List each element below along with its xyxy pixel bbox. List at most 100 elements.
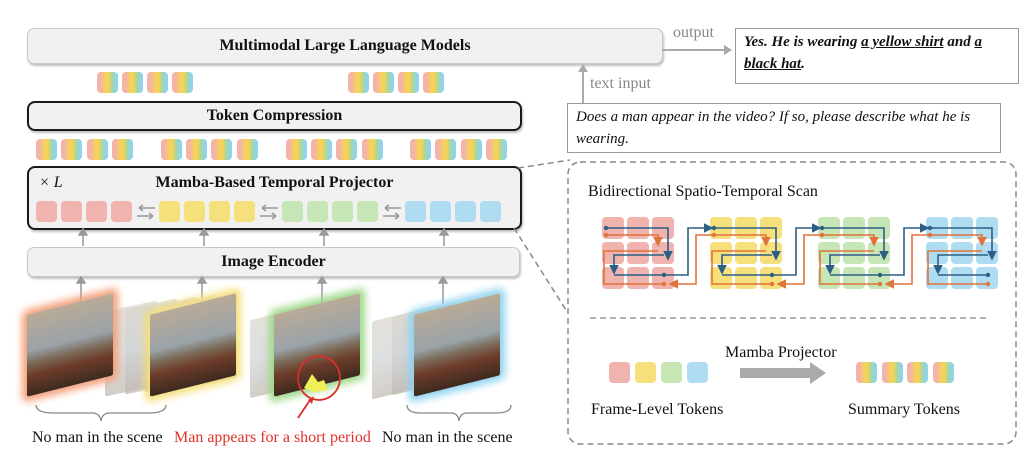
- frame-token-red: [36, 201, 57, 222]
- backward-scan-end: [985, 281, 991, 287]
- image-encoder-title: Image Encoder: [221, 253, 326, 270]
- brace-right: [406, 404, 512, 422]
- temporal-projector-title: Mamba-Based Temporal Projector: [155, 174, 394, 191]
- backward-scan-path: [711, 250, 772, 285]
- token-compression-block: Token Compression: [27, 101, 522, 131]
- scan-token-cell: [710, 267, 732, 289]
- frame-token-blue: [455, 201, 476, 222]
- bidirectional-arrow-icon: [383, 204, 401, 220]
- frame-token-green: [307, 201, 328, 222]
- scan-diagram: [602, 217, 998, 289]
- summary-token: [286, 139, 307, 160]
- backward-scan-connector: [776, 234, 822, 289]
- frame-token-green: [357, 201, 378, 222]
- scan-token-cell: [818, 242, 840, 264]
- frame-token-blue: [480, 201, 501, 222]
- forward-scan-end: [985, 272, 991, 278]
- backward-scan-start: [603, 232, 609, 238]
- scan-token-cell: [926, 267, 948, 289]
- frame-token-green: [282, 201, 303, 222]
- frame-level-tokens-label: Frame-Level Tokens: [591, 401, 724, 418]
- scan-token-cell: [735, 267, 757, 289]
- backward-scan-end: [661, 281, 667, 287]
- forward-scan-path: [714, 227, 781, 261]
- repeat-label: × L: [39, 174, 63, 191]
- legend-summary-token: [882, 362, 903, 383]
- forward-scan-start: [603, 225, 609, 231]
- frame-token-yellow: [184, 201, 205, 222]
- answer-item-shirt: a yellow shirt: [861, 34, 944, 50]
- scan-token-cell: [818, 267, 840, 289]
- compressed-token: [423, 72, 444, 93]
- scan-token-cell: [951, 242, 973, 264]
- backward-scan-path: [714, 234, 771, 247]
- forward-scan-start: [711, 225, 717, 231]
- forward-scan-path: [930, 227, 997, 261]
- text-input-arrow: [578, 64, 588, 104]
- scan-token-cell: [602, 267, 624, 289]
- summary-token: [435, 139, 456, 160]
- backward-scan-path: [927, 250, 988, 285]
- compressed-tokens-row: [0, 72, 520, 96]
- backward-scan-start: [711, 232, 717, 238]
- compressed-token: [373, 72, 394, 93]
- summary-token: [112, 139, 133, 160]
- scan-token-cell: [926, 242, 948, 264]
- summary-token: [61, 139, 82, 160]
- summary-token: [410, 139, 431, 160]
- scan-token-cell: [710, 242, 732, 264]
- summary-token: [237, 139, 258, 160]
- forward-scan-connector: [880, 223, 930, 276]
- caption-no-man-2: No man in the scene: [382, 429, 513, 446]
- video-frames: [0, 290, 530, 422]
- summary-token: [161, 139, 182, 160]
- backward-scan-start: [819, 232, 825, 238]
- encoder-to-projector-arrows: [77, 228, 450, 246]
- summary-token: [362, 139, 383, 160]
- compressed-token: [97, 72, 118, 93]
- forward-scan-start: [927, 225, 933, 231]
- backward-scan-path: [930, 234, 987, 247]
- question-text: Does a man appear in the video? If so, p…: [576, 109, 971, 147]
- backward-scan-connector: [884, 234, 930, 289]
- forward-scan-end: [877, 272, 883, 278]
- bidirectional-arrow-icon: [137, 204, 155, 220]
- backward-scan-path: [822, 234, 879, 247]
- frame-token-red: [86, 201, 107, 222]
- scan-token-cell: [627, 242, 649, 264]
- backward-scan-path: [819, 250, 880, 285]
- frame-token-red: [111, 201, 132, 222]
- forward-scan-path: [933, 254, 988, 275]
- summary-tokens-row: [0, 139, 520, 163]
- frame-token-blue: [430, 201, 451, 222]
- backward-scan-start: [927, 232, 933, 238]
- summary-token: [186, 139, 207, 160]
- legend-summary-token: [933, 362, 954, 383]
- frame-token-yellow: [234, 201, 255, 222]
- scan-token-cell: [843, 242, 865, 264]
- scan-title: Bidirectional Spatio-Temporal Scan: [588, 183, 818, 200]
- backward-scan-connector: [668, 234, 714, 289]
- answer-prefix: Yes. He is wearing: [744, 34, 862, 50]
- scan-token-cell: [976, 242, 998, 264]
- forward-scan-path: [717, 254, 772, 275]
- legend-summary-token: [856, 362, 877, 383]
- backward-scan-end: [769, 281, 775, 287]
- compressed-token: [122, 72, 143, 93]
- forward-scan-path: [609, 254, 664, 275]
- scan-token-cell: [735, 242, 757, 264]
- question-box: Does a man appear in the video? If so, p…: [567, 103, 1001, 153]
- compressed-token: [398, 72, 419, 93]
- brace-left: [35, 404, 167, 422]
- backward-scan-path: [603, 250, 664, 285]
- forward-scan-path: [822, 227, 889, 261]
- scan-token-cell: [652, 242, 674, 264]
- summary-token: [211, 139, 232, 160]
- compressed-token: [348, 72, 369, 93]
- frame-token-yellow: [209, 201, 230, 222]
- summary-tokens-label: Summary Tokens: [848, 401, 960, 418]
- frame-token-red: [61, 201, 82, 222]
- compressed-token: [147, 72, 168, 93]
- caption-man-appears: Man appears for a short period: [174, 429, 371, 446]
